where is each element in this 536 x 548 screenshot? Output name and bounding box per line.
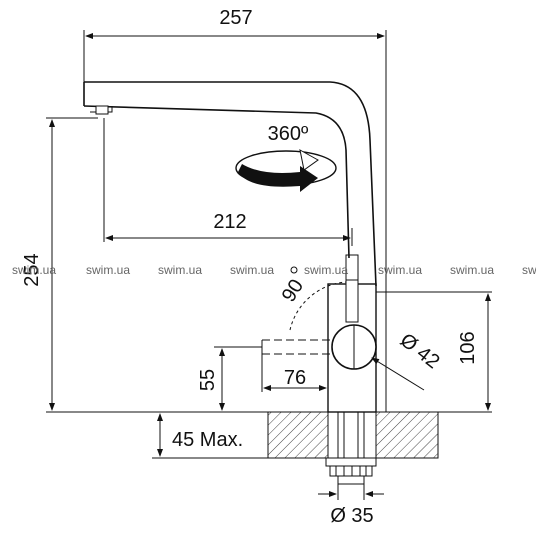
dim-body-height: 106 xyxy=(457,331,479,364)
watermark-text: swim.ua xyxy=(304,263,348,277)
dimension-lines xyxy=(46,30,492,500)
faucet-handle xyxy=(261,266,377,370)
dim-handle-reach: 76 xyxy=(284,367,306,389)
faucet-spout xyxy=(83,81,377,287)
dim-max-thickness: 45 Max. xyxy=(172,429,243,451)
countertop xyxy=(267,411,439,459)
watermark-text: swim.ua xyxy=(378,263,422,277)
watermark-text: swim.ua xyxy=(450,263,494,277)
dim-handle-angle: 90 xyxy=(278,276,308,307)
watermark-text: swim.ua xyxy=(86,263,130,277)
dim-body-diameter: Ø 42 xyxy=(396,329,444,373)
watermark-text: swim.ua xyxy=(158,263,202,277)
rotation-arrow-icon xyxy=(235,149,337,192)
dim-rotation: 360º xyxy=(268,123,309,145)
watermark-text: swim.ua xyxy=(522,263,536,277)
dim-mount-diameter: Ø 35 xyxy=(330,505,373,527)
dim-total-width: 257 xyxy=(219,7,252,29)
watermark-text: swim.ua xyxy=(230,263,274,277)
mounting-shank xyxy=(325,411,377,485)
watermark-text: swim.ua xyxy=(12,263,56,277)
watermark-row: swim.ua swim.ua swim.ua swim.ua swim.ua … xyxy=(12,263,536,277)
dim-total-height: 254 xyxy=(21,253,43,286)
dim-handle-height: 55 xyxy=(197,369,219,391)
dim-spout-reach: 212 xyxy=(213,211,246,233)
